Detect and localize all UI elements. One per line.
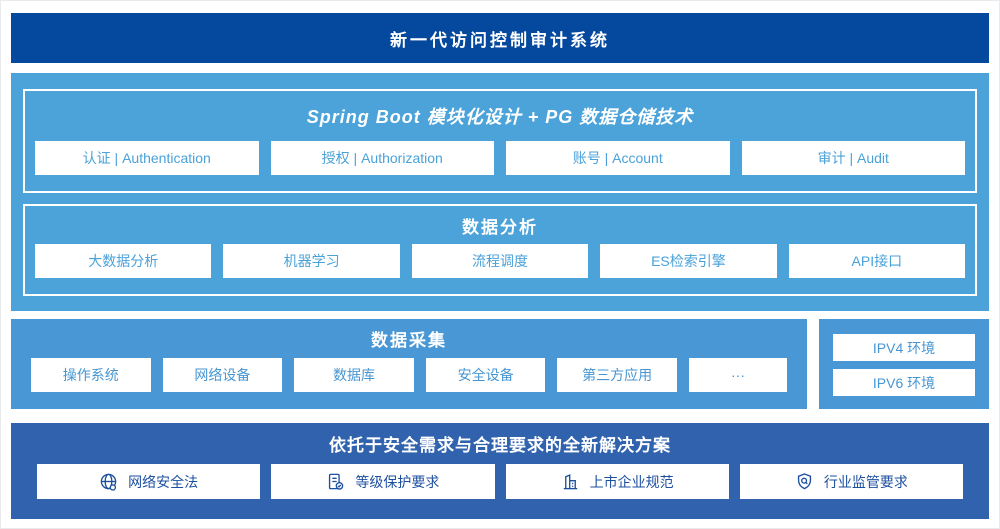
- analysis-api: API接口: [788, 244, 966, 278]
- analysis-machine-learning: 机器学习: [223, 244, 400, 278]
- env-ipv6: IPV6 环境: [833, 369, 975, 396]
- env-ipv4: IPV4 环境: [833, 334, 975, 361]
- data-collection-panel: 数据采集 操作系统 网络设备 数据库 安全设备 第三方应用 ···: [11, 319, 807, 409]
- shield-magnifier-icon: [795, 472, 814, 491]
- platform-section: Spring Boot 模块化设计 + PG 数据仓储技术 认证 | Authe…: [11, 73, 989, 311]
- module-audit: 审计 | Audit: [741, 141, 965, 175]
- data-analysis-title: 数据分析: [462, 217, 538, 237]
- middle-row: 数据采集 操作系统 网络设备 数据库 安全设备 第三方应用 ··· IPV4 环…: [11, 319, 989, 409]
- data-analysis-frame: 数据分析 大数据分析 机器学习 流程调度 ES检索引擎 API接口: [23, 204, 977, 296]
- collection-row: 操作系统 网络设备 数据库 安全设备 第三方应用 ···: [31, 358, 788, 392]
- module-account: 账号 | Account: [506, 141, 730, 175]
- solution-label: 等级保护要求: [355, 473, 440, 490]
- collection-database: 数据库: [294, 358, 414, 392]
- system-title-banner: 新一代访问控制审计系统: [11, 13, 989, 63]
- building-icon: [561, 472, 580, 491]
- collection-security-device: 安全设备: [425, 358, 546, 392]
- environment-panel: IPV4 环境 IPV6 环境: [819, 319, 989, 409]
- analysis-bigdata: 大数据分析: [35, 244, 212, 278]
- collection-third-party-app: 第三方应用: [557, 358, 677, 392]
- analysis-es-search: ES检索引擎: [600, 244, 777, 278]
- collection-network-device: 网络设备: [162, 358, 283, 392]
- solution-row: 网络安全法 等级保护要求: [37, 464, 963, 499]
- solution-label: 上市企业规范: [589, 473, 674, 490]
- module-design-title: Spring Boot 模块化设计 + PG 数据仓储技术: [306, 107, 694, 127]
- module-authorization: 授权 | Authorization: [270, 141, 494, 175]
- module-row: 认证 | Authentication 授权 | Authorization 账…: [35, 141, 965, 175]
- analysis-row: 大数据分析 机器学习 流程调度 ES检索引擎 API接口: [35, 244, 966, 278]
- solution-label: 行业监管要求: [823, 473, 908, 490]
- collection-ellipsis: ···: [688, 358, 788, 392]
- solution-title: 依托于安全需求与合理要求的全新解决方案: [329, 436, 671, 455]
- solution-listed-company: 上市企业规范: [505, 464, 729, 499]
- globe-icon: [99, 472, 118, 491]
- analysis-workflow: 流程调度: [411, 244, 589, 278]
- collection-os: 操作系统: [31, 358, 151, 392]
- solution-cybersecurity-law: 网络安全法: [37, 464, 261, 499]
- solution-label: 网络安全法: [128, 473, 199, 490]
- data-collection-title: 数据采集: [371, 331, 447, 350]
- module-design-frame: Spring Boot 模块化设计 + PG 数据仓储技术 认证 | Authe…: [23, 89, 977, 193]
- document-check-icon: [326, 472, 345, 491]
- solution-classified-protection: 等级保护要求: [271, 464, 495, 499]
- solution-industry-regulation: 行业监管要求: [739, 464, 963, 499]
- solution-section: 依托于安全需求与合理要求的全新解决方案 网络安全法: [11, 423, 989, 519]
- page-title: 新一代访问控制审计系统: [390, 30, 610, 50]
- module-authentication: 认证 | Authentication: [35, 141, 259, 175]
